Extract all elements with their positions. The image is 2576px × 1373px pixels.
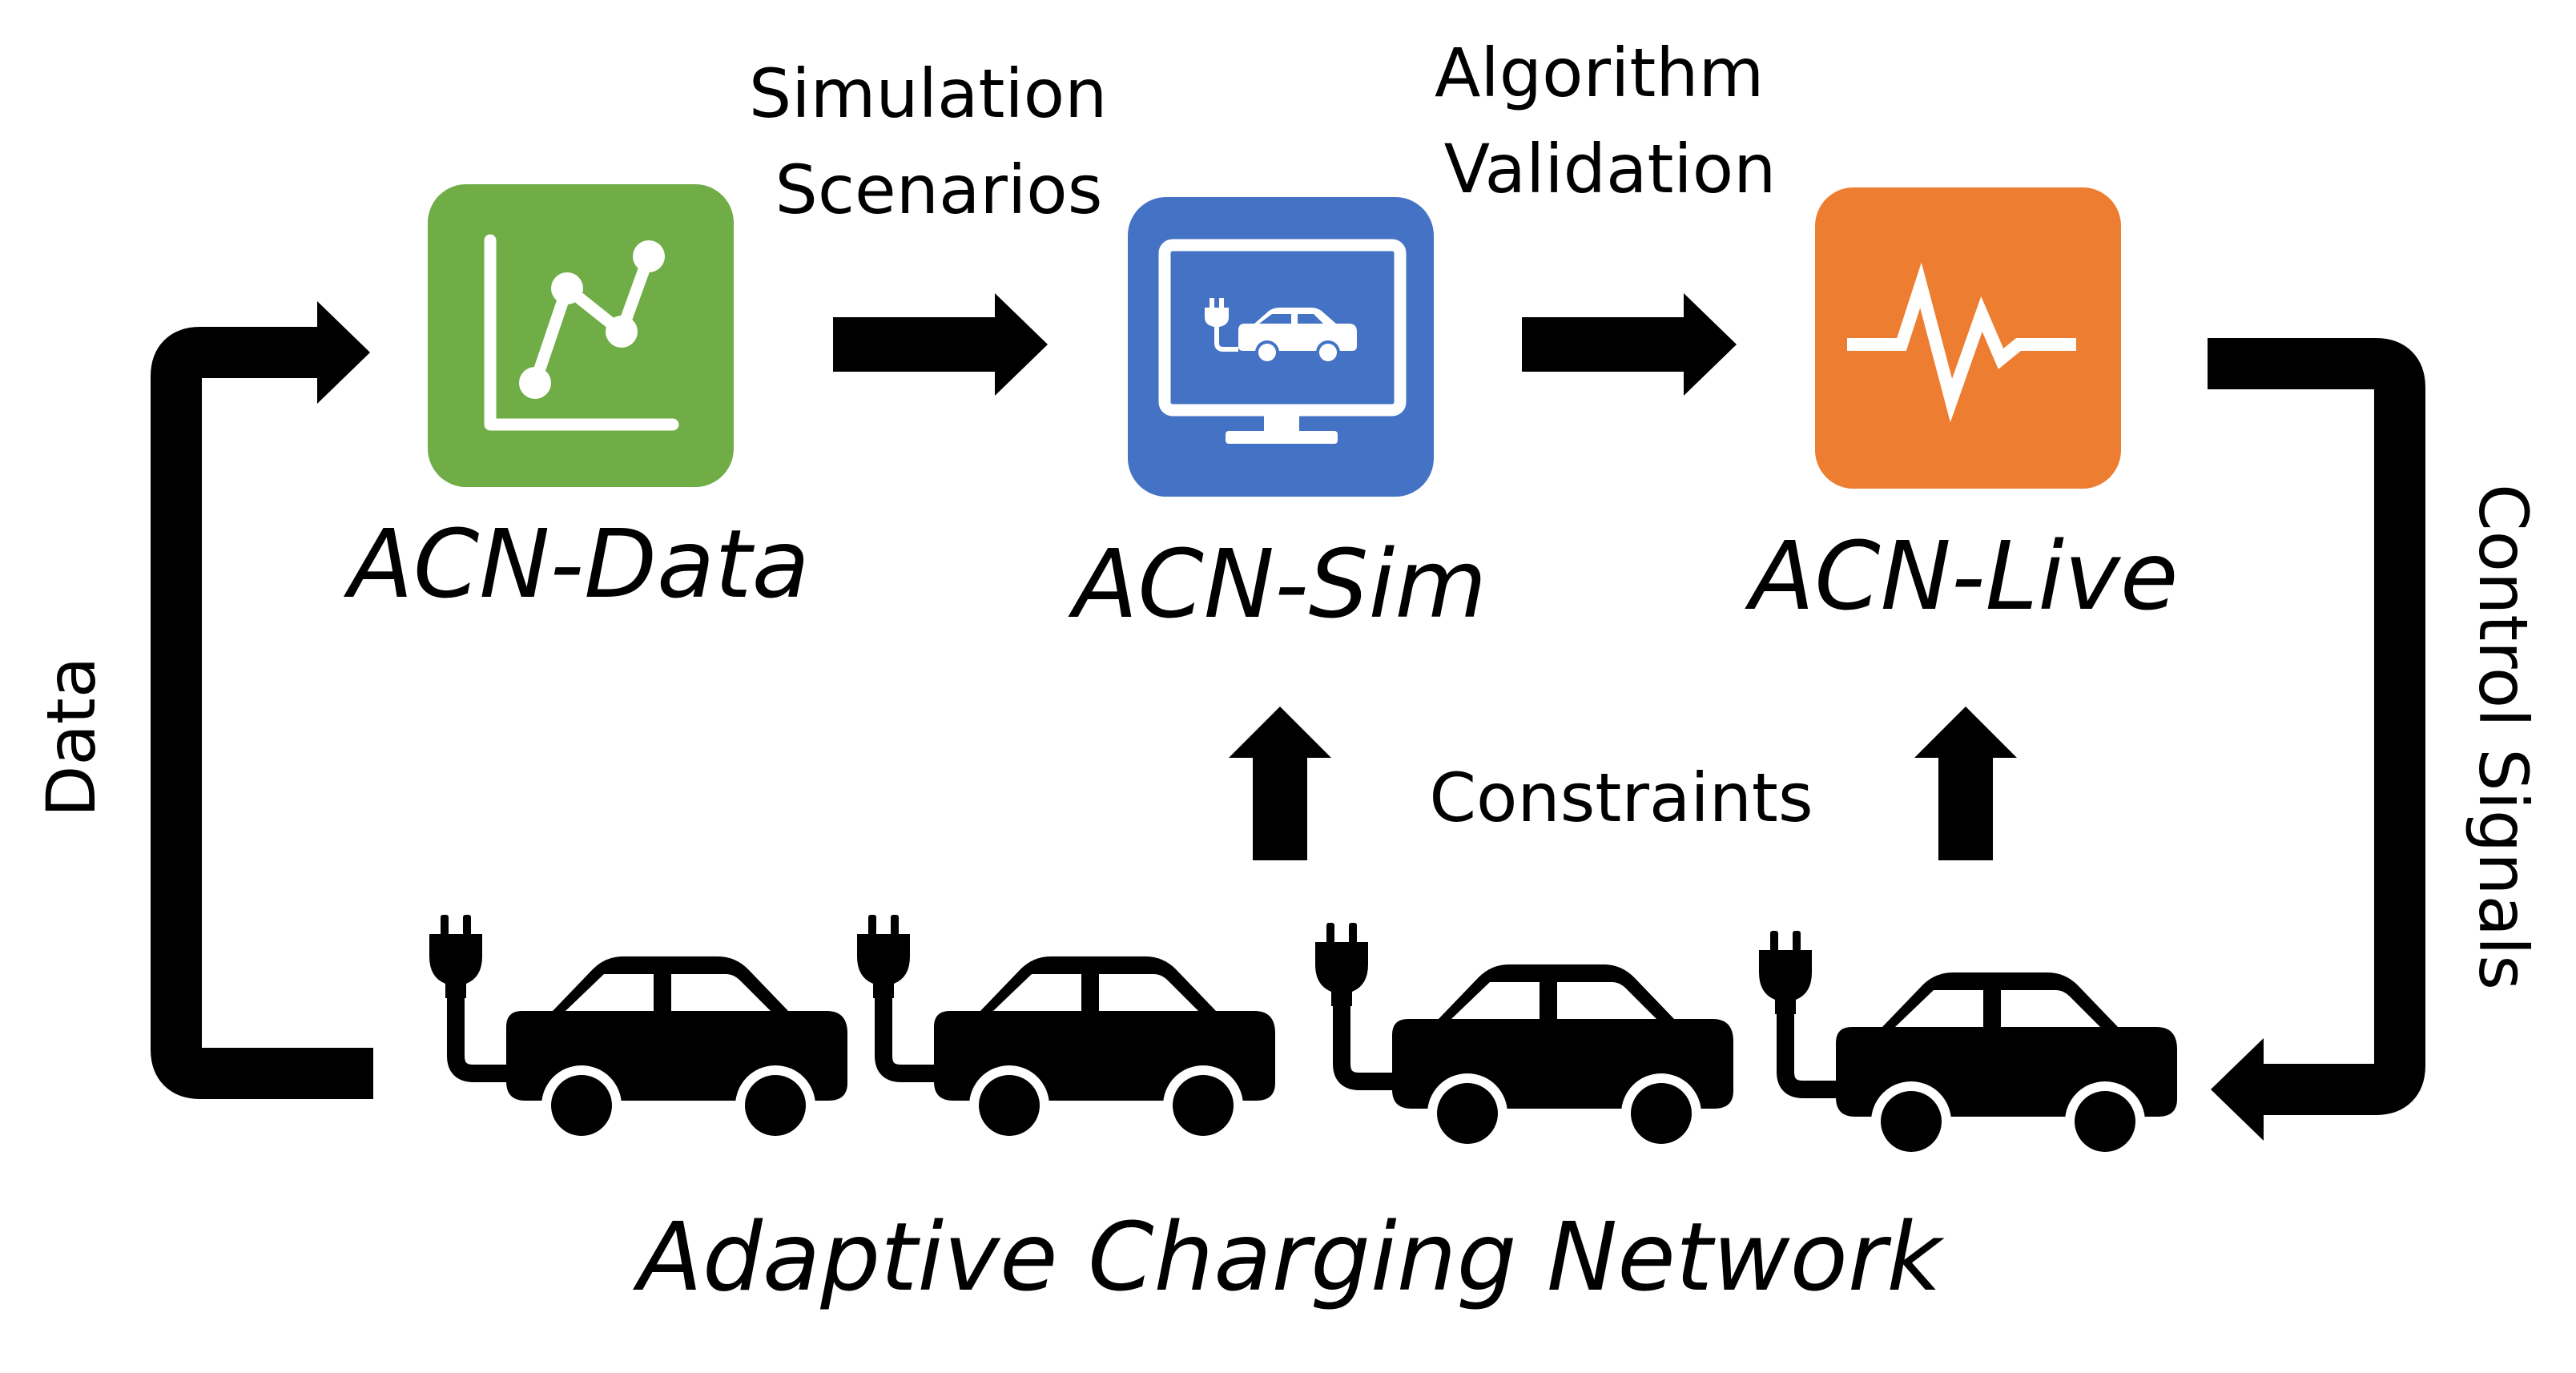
constraints-to-live-arrow	[1914, 707, 2017, 860]
control-signals-arrow	[2208, 338, 2425, 1141]
line-chart-icon	[484, 234, 679, 431]
data-label: Data	[32, 657, 111, 818]
acn-data-node: ACN-Data	[343, 184, 810, 619]
acn-sim-label: ACN-Sim	[1068, 529, 1487, 639]
vehicle-row	[429, 915, 2177, 1162]
simulation-scenarios-line-2: Scenarios	[775, 151, 1103, 229]
acn-live-label: ACN-Live	[1745, 521, 2179, 631]
acn-data-tile	[428, 184, 734, 487]
electric-car-icon	[1759, 931, 2177, 1162]
algorithm-validation-arrow	[1522, 293, 1737, 396]
constraints-to-sim-arrow	[1229, 707, 1331, 860]
electric-car-icon	[1315, 923, 1733, 1154]
simulation-scenarios-line-1: Simulation	[749, 54, 1107, 133]
algorithm-validation-line-2: Validation	[1444, 130, 1777, 208]
data-loop-arrow	[151, 301, 373, 1099]
constraints-label: Constraints	[1429, 759, 1813, 837]
sim-scenarios-arrow	[833, 293, 1048, 396]
adaptive-charging-network-label: Adaptive Charging Network	[632, 1202, 1945, 1312]
pulse-icon	[1847, 262, 2076, 423]
acn-live-node: ACN-Live	[1745, 187, 2179, 631]
acn-data-label: ACN-Data	[343, 509, 810, 619]
algorithm-validation-label: Algorithm Validation	[1435, 34, 1785, 208]
electric-car-icon	[857, 915, 1275, 1146]
algorithm-validation-line-1: Algorithm	[1435, 34, 1764, 112]
electric-car-icon	[429, 915, 847, 1146]
control-signals-label: Control Signals	[2464, 484, 2542, 990]
monitor-ev-icon	[1158, 239, 1407, 444]
simulation-scenarios-label: Simulation Scenarios	[749, 54, 1129, 229]
acn-sim-node: ACN-Sim	[1068, 197, 1487, 639]
